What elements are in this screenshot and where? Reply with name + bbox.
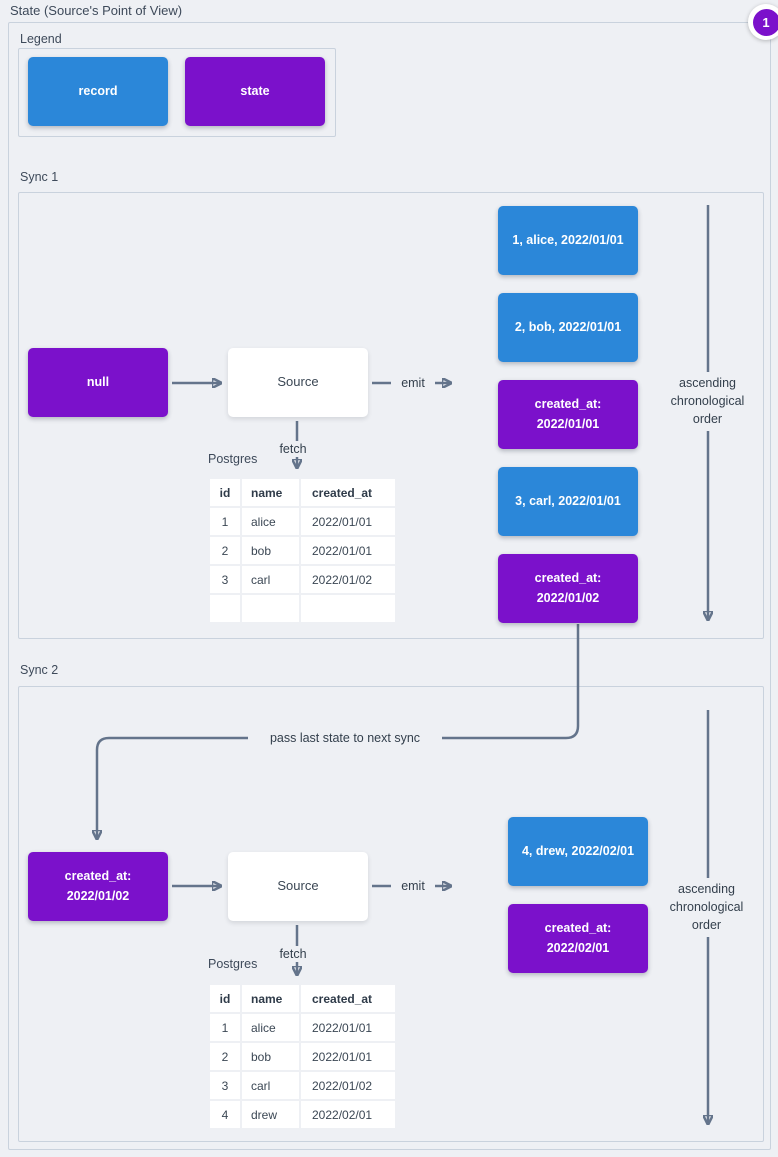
cell-created-at: 2022/02/01 (301, 1101, 395, 1128)
sync2-input-state-box: created_at: 2022/01/02 (28, 852, 168, 921)
table-header-row: id name created_at (210, 985, 395, 1012)
annotation-badge-number: 1 (752, 8, 778, 36)
cell-name: bob (242, 1043, 299, 1070)
table-row: 2 bob 2022/01/01 (210, 1043, 395, 1070)
sync1-order-label: ascending chronological order (660, 372, 755, 432)
sync2-emit-label: emit (391, 878, 435, 894)
emitted-record-box: 2, bob, 2022/01/01 (498, 293, 638, 362)
emitted-record-box: 3, carl, 2022/01/01 (498, 467, 638, 536)
cell-name (242, 595, 299, 622)
col-header-name: name (242, 985, 299, 1012)
legend-record-box: record (28, 57, 168, 126)
col-header-id: id (210, 479, 240, 506)
pass-state-label: pass last state to next sync (248, 730, 442, 746)
cell-id: 1 (210, 508, 240, 535)
emitted-state-box: created_at: 2022/01/02 (498, 554, 638, 623)
cell-name: drew (242, 1101, 299, 1128)
legend-label: Legend (20, 32, 62, 46)
outer-frame (8, 22, 771, 1150)
cell-name: carl (242, 1072, 299, 1099)
sync1-postgres-label: Postgres (208, 452, 258, 466)
cell-id: 3 (210, 1072, 240, 1099)
table-row: 1 alice 2022/01/01 (210, 1014, 395, 1041)
sync2-postgres-label: Postgres (208, 957, 258, 971)
cell-name: alice (242, 508, 299, 535)
col-header-created-at: created_at (301, 479, 395, 506)
emitted-record-box: 1, alice, 2022/01/01 (498, 206, 638, 275)
emitted-state-box: created_at: 2022/02/01 (508, 904, 648, 973)
cell-id: 1 (210, 1014, 240, 1041)
cell-created-at: 2022/01/02 (301, 566, 395, 593)
cell-id: 2 (210, 537, 240, 564)
sync1-postgres-table: id name created_at 1 alice 2022/01/01 2 … (208, 477, 397, 624)
table-row: 2 bob 2022/01/01 (210, 537, 395, 564)
sync1-frame (18, 192, 764, 639)
sync1-label: Sync 1 (20, 170, 59, 184)
annotation-badge[interactable]: 1 (748, 4, 778, 40)
table-row: 3 carl 2022/01/02 (210, 566, 395, 593)
cell-id (210, 595, 240, 622)
cell-name: alice (242, 1014, 299, 1041)
table-row: 4 drew 2022/02/01 (210, 1101, 395, 1128)
sync2-label: Sync 2 (20, 663, 59, 677)
sync2-fetch-label: fetch (272, 946, 314, 962)
cell-id: 4 (210, 1101, 240, 1128)
table-header-row: id name created_at (210, 479, 395, 506)
table-row: 3 carl 2022/01/02 (210, 1072, 395, 1099)
sync1-input-state-box: null (28, 348, 168, 417)
cell-id: 2 (210, 1043, 240, 1070)
table-row: 1 alice 2022/01/01 (210, 508, 395, 535)
legend-frame (18, 48, 336, 137)
page-title: State (Source's Point of View) (10, 3, 183, 18)
sync1-fetch-label: fetch (272, 441, 314, 457)
sync2-postgres-table: id name created_at 1 alice 2022/01/01 2 … (208, 983, 397, 1130)
emitted-record-box: 4, drew, 2022/02/01 (508, 817, 648, 886)
table-row-empty (210, 595, 395, 622)
col-header-name: name (242, 479, 299, 506)
sync1-emit-label: emit (391, 375, 435, 391)
cell-created-at: 2022/01/02 (301, 1072, 395, 1099)
col-header-created-at: created_at (301, 985, 395, 1012)
cell-name: carl (242, 566, 299, 593)
cell-id: 3 (210, 566, 240, 593)
sync1-source-box: Source (228, 348, 368, 417)
legend-state-box: state (185, 57, 325, 126)
sync2-source-box: Source (228, 852, 368, 921)
sync2-frame (18, 686, 764, 1142)
cell-name: bob (242, 537, 299, 564)
cell-created-at: 2022/01/01 (301, 1043, 395, 1070)
cell-created-at: 2022/01/01 (301, 1014, 395, 1041)
cell-created-at: 2022/01/01 (301, 508, 395, 535)
sync2-order-label: ascending chronological order (659, 878, 754, 938)
col-header-id: id (210, 985, 240, 1012)
emitted-state-box: created_at: 2022/01/01 (498, 380, 638, 449)
cell-created-at: 2022/01/01 (301, 537, 395, 564)
cell-created-at (301, 595, 395, 622)
